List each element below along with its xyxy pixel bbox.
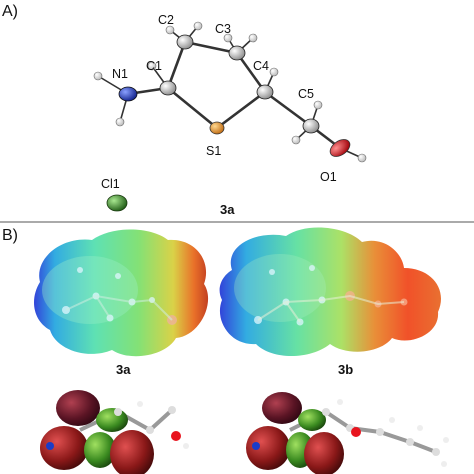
panel-a-label: A)	[2, 3, 18, 20]
atom-label-cl1: Cl1	[101, 177, 120, 191]
esp-surface-3b	[219, 227, 441, 356]
atom-labels: C2 C3 N1 C1 C4 C5 S1 O1 Cl1	[101, 13, 337, 191]
compound-label-crystal: 3a	[220, 202, 235, 217]
orbital-plot-3a	[40, 390, 189, 474]
atom-label-n1: N1	[112, 67, 128, 81]
atom-label-c1: C1	[146, 59, 162, 73]
atom-label-c5: C5	[298, 87, 314, 101]
crystal-structure-bonds	[97, 25, 363, 159]
atom-label-c4: C4	[253, 59, 269, 73]
atom-label-s1: S1	[206, 144, 221, 158]
crystal-structure-atoms	[93, 21, 367, 212]
esp-surface-3a	[34, 229, 209, 357]
atom-label-c2: C2	[158, 13, 174, 27]
atom-label-c3: C3	[215, 22, 231, 36]
panel-b-label: B)	[2, 227, 18, 244]
orbital-plot-3b	[246, 392, 449, 474]
compound-label-esp-left: 3a	[116, 362, 131, 377]
compound-label-esp-right: 3b	[338, 362, 353, 377]
atom-label-o1: O1	[320, 170, 337, 184]
